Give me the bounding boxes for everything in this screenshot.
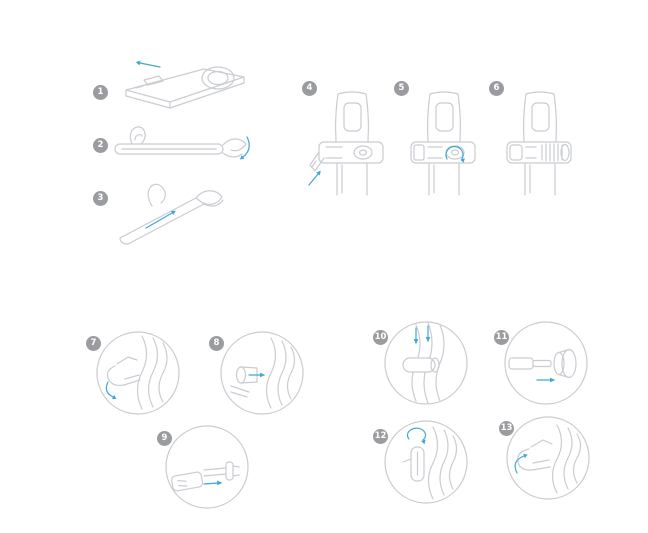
detail-circle xyxy=(96,331,180,415)
press-down-arrows xyxy=(413,325,431,345)
strap-cylinder-detail xyxy=(402,322,445,404)
pull-lever-arrow xyxy=(105,381,117,400)
hook-clip-detail xyxy=(517,424,582,494)
step-9-illustration xyxy=(165,425,249,509)
step-10-badge: 10 xyxy=(373,330,388,345)
step-5-illustration xyxy=(410,91,476,196)
step-12-badge: 12 xyxy=(373,429,388,444)
rod-insert-detail xyxy=(508,348,577,379)
step-1-illustration xyxy=(125,60,245,109)
swing-hook-arrow xyxy=(514,453,528,474)
latch-strap-detail xyxy=(402,426,458,500)
slide-up-arrow xyxy=(145,210,176,229)
clamp-bar xyxy=(114,126,247,158)
step-6-illustration xyxy=(506,91,572,196)
push-in-arrow xyxy=(536,377,556,383)
step-13-illustration xyxy=(506,416,590,500)
detail-circle xyxy=(384,321,468,405)
rotate-latch-arrow xyxy=(406,427,427,445)
step-4-badge: 4 xyxy=(302,81,317,96)
step-2-illustration xyxy=(114,126,250,160)
clamp-bar-tilted xyxy=(119,183,224,245)
step-3-badge: 3 xyxy=(93,191,108,206)
mount-bracket-closing xyxy=(410,141,476,164)
detail-circle xyxy=(504,321,588,405)
step-11-badge: 11 xyxy=(494,330,509,345)
insert-rod-arrow xyxy=(203,480,223,486)
step-9-badge: 9 xyxy=(157,431,172,446)
step-7-badge: 7 xyxy=(86,336,101,351)
detail-circle xyxy=(165,425,249,509)
step-2-badge: 2 xyxy=(93,138,108,153)
step-8-illustration xyxy=(220,331,304,415)
tool-insert-detail xyxy=(171,461,240,492)
claw-rotate-arrow xyxy=(239,136,250,160)
rotate-dial-arrow xyxy=(445,145,465,163)
step-1-badge: 1 xyxy=(93,85,108,100)
detail-circle xyxy=(384,420,468,504)
step-8-badge: 8 xyxy=(209,336,224,351)
knob-strap-detail xyxy=(230,337,296,409)
step-6-badge: 6 xyxy=(489,81,504,96)
step-5-badge: 5 xyxy=(394,81,409,96)
mount-bracket-closed xyxy=(506,141,572,164)
step-13-badge: 13 xyxy=(499,421,514,436)
step-4-illustration xyxy=(308,91,384,196)
step-10-illustration xyxy=(384,321,468,405)
step-7-illustration xyxy=(96,331,180,415)
close-flap-arrow xyxy=(308,170,321,186)
hook-strap-detail xyxy=(106,335,168,410)
step-12-illustration xyxy=(384,420,468,504)
detail-circle xyxy=(506,416,590,500)
step-3-illustration xyxy=(119,183,224,245)
mount-bracket-open xyxy=(309,141,384,172)
step-11-illustration xyxy=(504,321,588,405)
insert-knob-arrow xyxy=(248,372,266,378)
slide-direction-arrow xyxy=(135,60,161,68)
detail-circle xyxy=(220,331,304,415)
mount-plate xyxy=(125,66,245,109)
